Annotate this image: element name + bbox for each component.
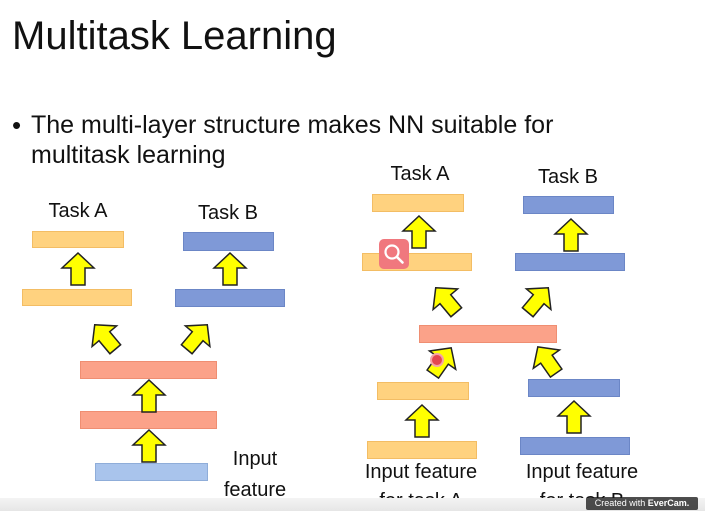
right-task-b-input-layer: [528, 379, 620, 397]
right-arrow-up-task-b: [553, 217, 589, 252]
left-arrow-up-task-a: [60, 251, 96, 286]
left-input-label-line1: Input: [232, 448, 278, 470]
watermark-brand: EverCam.: [647, 498, 690, 508]
left-arrow-up-shared: [131, 378, 167, 413]
right-task-b-label: Task B: [537, 166, 599, 188]
evercam-watermark: Created with EverCam.: [586, 497, 698, 510]
right-task-b-input-feature-layer: [520, 437, 630, 455]
record-dot-icon: [430, 353, 444, 367]
left-arrow-up-task-b: [212, 251, 248, 286]
left-task-b-output-layer: [183, 232, 274, 251]
left-arrow-up-input: [131, 428, 167, 463]
right-arrow-up-input-b: [556, 399, 592, 434]
left-task-a-output-layer: [32, 231, 124, 248]
player-bottom-strip: [0, 498, 705, 511]
right-arrow-up-task-a: [401, 214, 437, 249]
slide-title: Multitask Learning: [12, 14, 337, 58]
left-shared-layer-top: [80, 361, 217, 379]
left-shared-layer-bottom: [80, 411, 217, 429]
left-task-a-hidden-layer: [22, 289, 132, 306]
left-task-a-label: Task A: [48, 200, 108, 222]
left-input-layer: [95, 463, 208, 481]
right-task-a-input-layer: [377, 382, 469, 400]
right-task-a-input-feature-layer: [367, 441, 477, 459]
left-task-b-hidden-layer: [175, 289, 285, 307]
right-input-a-label-line1: Input feature: [364, 461, 478, 483]
left-task-b-label: Task B: [197, 202, 259, 224]
right-shared-layer: [419, 325, 557, 343]
magnifier-icon[interactable]: [379, 239, 409, 269]
right-arrow-diag-task-b: [521, 286, 552, 318]
right-arrow-diag-input-b: [532, 346, 563, 379]
right-task-b-hidden-layer: [515, 253, 625, 271]
left-arrow-diag-task-b: [180, 323, 211, 355]
watermark-prefix: Created with: [594, 498, 648, 508]
left-input-label-line2: feature: [223, 479, 287, 501]
bullet-marker: •: [12, 110, 22, 140]
left-arrow-diag-task-a: [91, 323, 122, 355]
right-task-a-label: Task A: [390, 163, 450, 185]
right-task-b-output-layer: [523, 196, 614, 214]
right-input-b-label-line1: Input feature: [525, 461, 639, 483]
magnifier-glyph-icon: [384, 244, 404, 264]
right-arrow-up-input-a: [404, 403, 440, 438]
right-arrow-diag-task-a: [432, 286, 463, 318]
right-task-a-output-layer: [372, 194, 464, 212]
bullet-text: The multi-layer structure makes NN suita…: [31, 111, 554, 169]
